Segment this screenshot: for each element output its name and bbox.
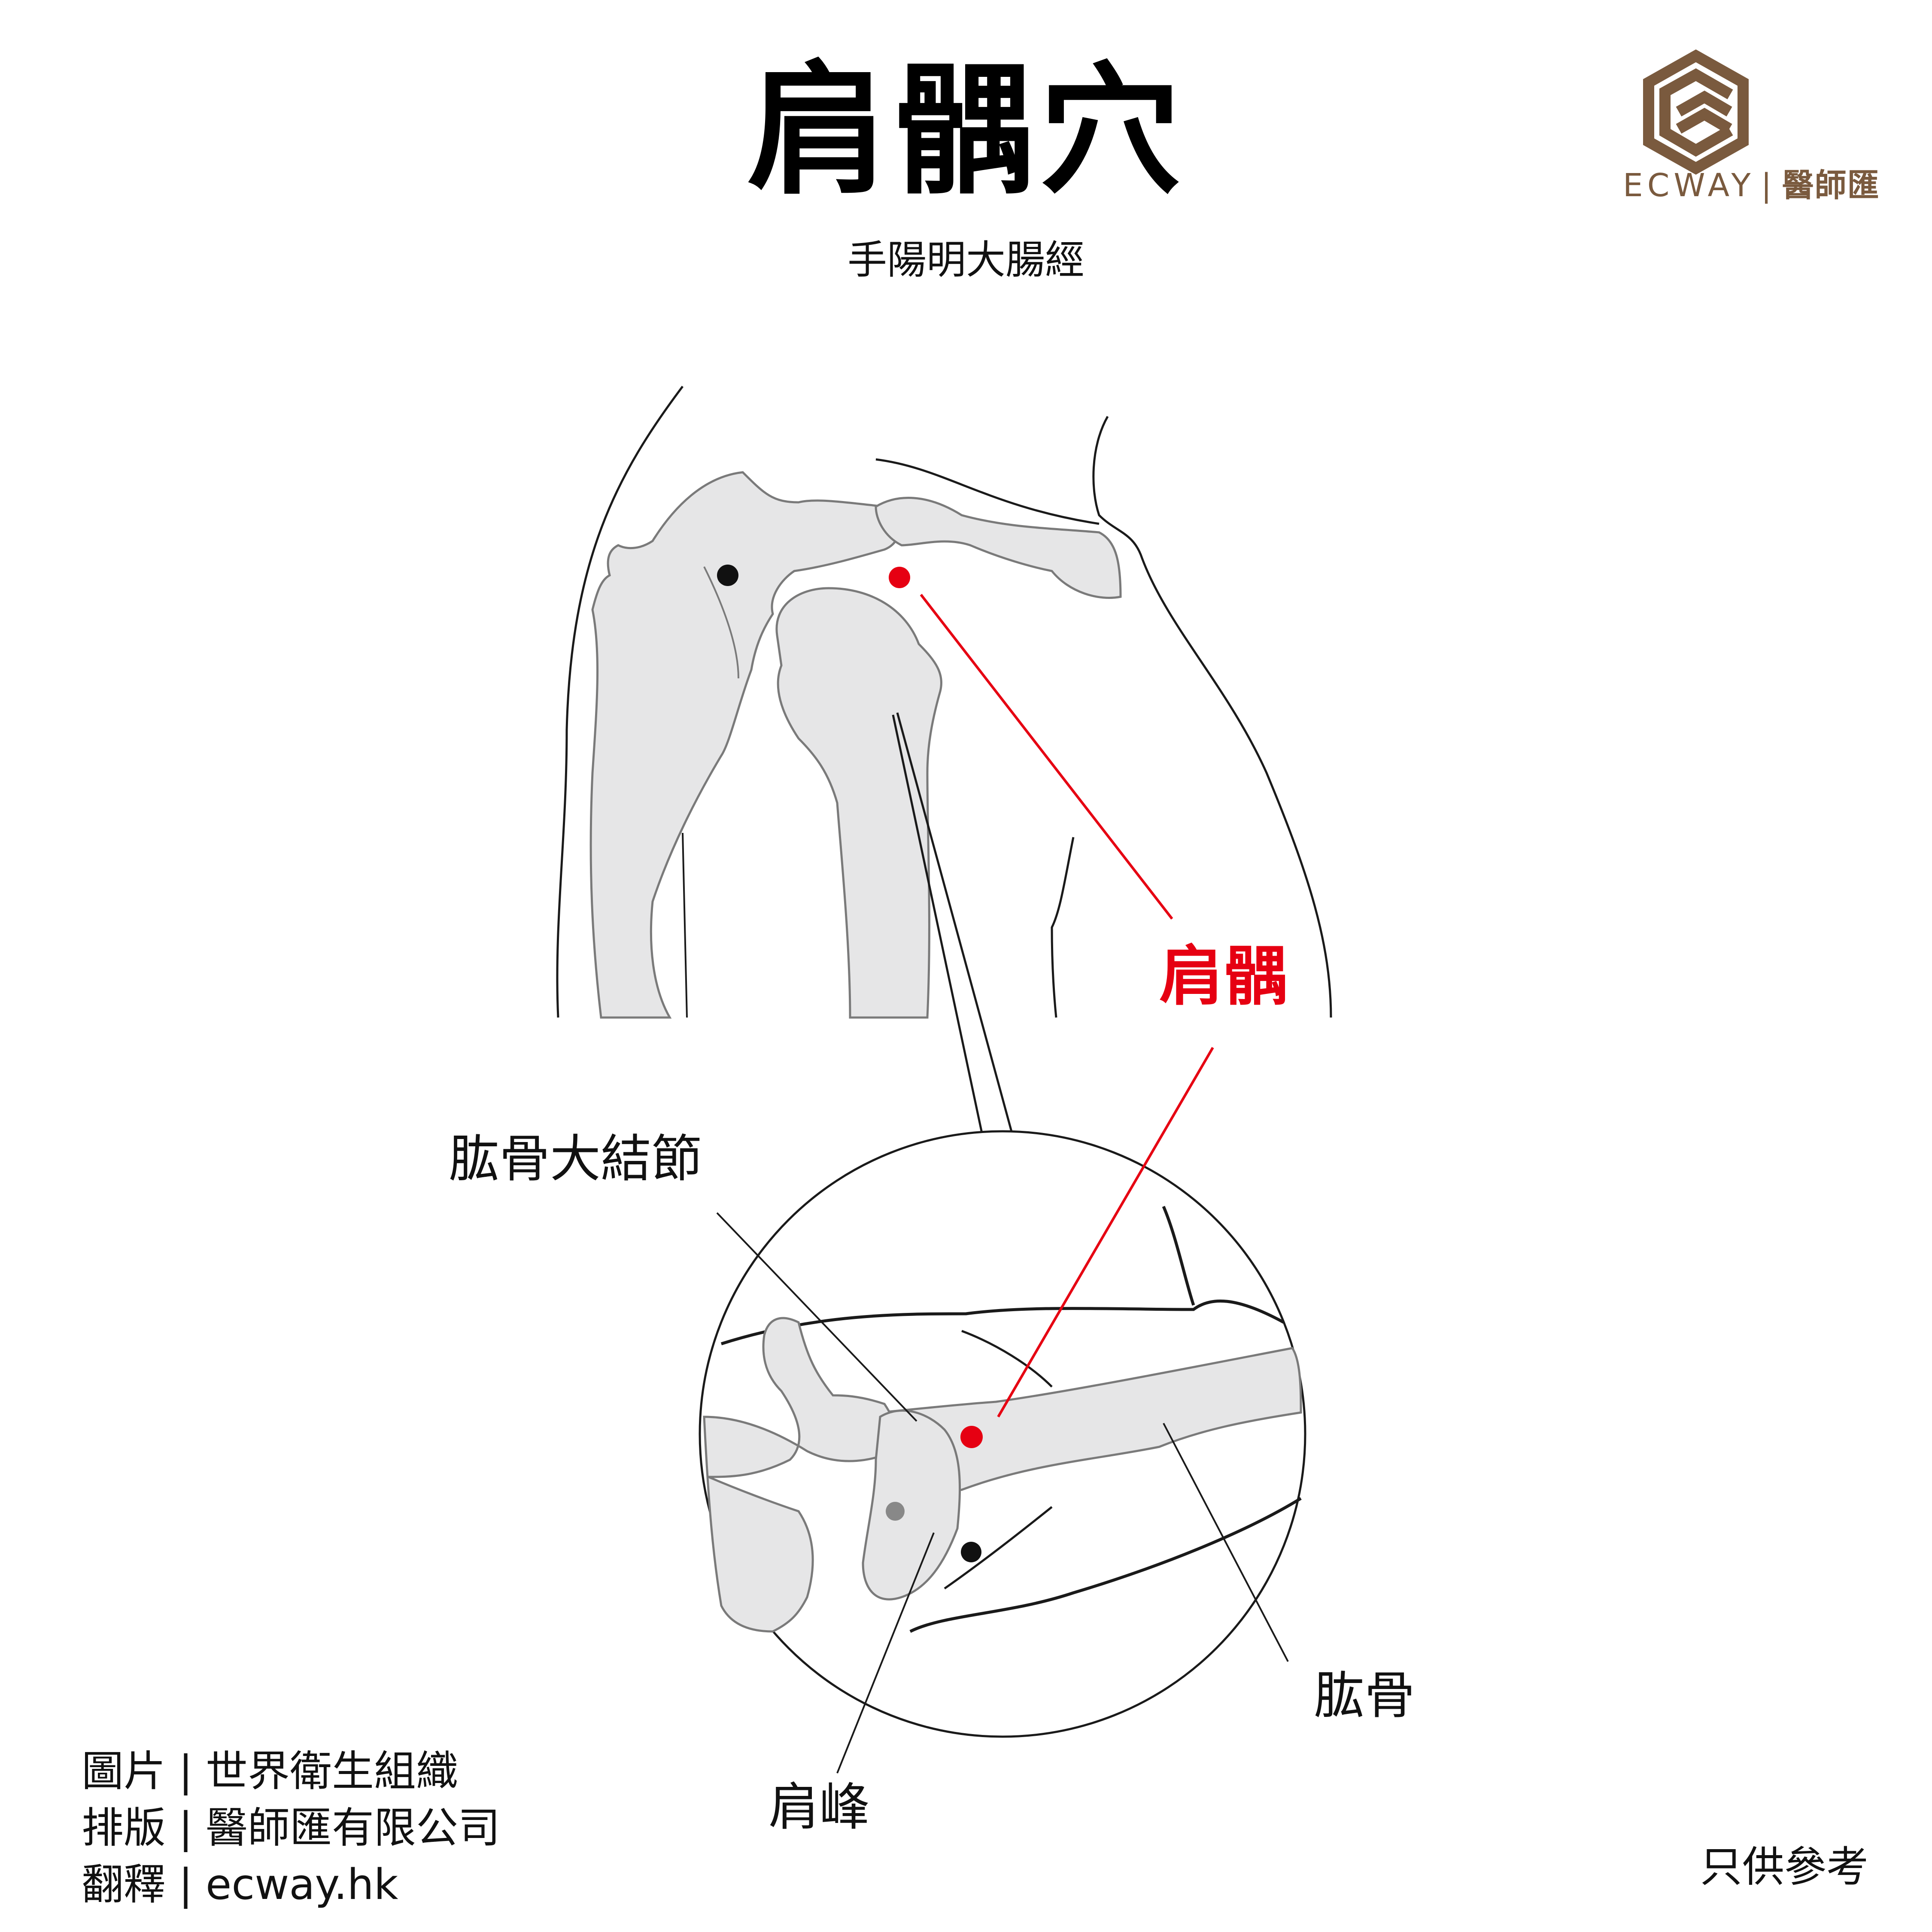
humerus-upper <box>775 587 943 1019</box>
neck-outline <box>1092 416 1332 1018</box>
credit-value: 醫師匯有限公司 <box>206 1804 501 1853</box>
humerus-label: 肱骨 <box>1314 1666 1416 1725</box>
credit-separator: | <box>179 1747 193 1796</box>
credit-key: 排版 <box>82 1804 166 1853</box>
credit-key: 圖片 <box>82 1747 166 1796</box>
scapula <box>589 471 900 1019</box>
acromion-leader <box>836 1532 935 1774</box>
credit-key: 翻釋 <box>82 1860 166 1909</box>
logo-chinese: 醫師匯 <box>1782 167 1880 204</box>
acupoint-label: 肩髃 <box>1159 939 1288 1014</box>
logo-separator: | <box>1761 167 1776 204</box>
chest-curve <box>875 458 1100 525</box>
credit-value: ecway.hk <box>206 1860 398 1909</box>
logo-brand: ECWAY <box>1623 167 1755 204</box>
logo-wordmark: ECWAY|醫師匯 <box>1623 170 1880 201</box>
credit-row-layout: 排版 | 醫師匯有限公司 <box>82 1800 500 1856</box>
zoom-acromion <box>862 1410 961 1601</box>
adjacent-point-marker <box>717 565 738 586</box>
armpit-line <box>1051 837 1075 1018</box>
adjacent-point-marker-zoom <box>961 1542 981 1562</box>
credit-value: 世界衛生組織 <box>206 1747 459 1796</box>
credit-separator: | <box>179 1860 193 1909</box>
scapula-spine-line <box>703 566 739 679</box>
credits-block: 圖片 | 世界衛生組織 排版 | 醫師匯有限公司 翻釋 | ecway.hk <box>82 1743 500 1913</box>
zoom-detail <box>699 1130 1306 1738</box>
leader-lines <box>716 1212 1289 1774</box>
jianyu-marker-zoom <box>960 1426 983 1448</box>
meridian-subtitle: 手陽明大腸經 <box>847 237 1084 283</box>
blade-edge-line <box>682 832 688 1018</box>
zoom-arm-bottom <box>909 1497 1302 1633</box>
upper-figure <box>556 386 1332 1162</box>
jianyu-point <box>889 567 1214 1448</box>
credit-row-translation: 翻釋 | ecway.hk <box>82 1856 500 1913</box>
disclaimer: 只供參考 <box>1700 1843 1869 1892</box>
zoom-line-right <box>896 712 1021 1162</box>
tubercle-leader <box>716 1212 917 1422</box>
zoom-line-left <box>892 714 989 1160</box>
page-title: 肩髃穴 <box>747 49 1185 213</box>
zoom-neck <box>1162 1206 1195 1306</box>
credit-separator: | <box>179 1804 193 1853</box>
greater-tubercle-label: 肱骨大結節 <box>449 1129 702 1188</box>
clavicle <box>875 497 1122 599</box>
zoom-humerus <box>878 1347 1302 1492</box>
acromion-label: 肩峰 <box>769 1777 870 1837</box>
jianyu-marker-upper <box>889 567 910 588</box>
zoom-armpit <box>944 1506 1053 1590</box>
jianyu-connector-lower <box>997 1047 1214 1418</box>
jianyu-connector-upper <box>920 594 1173 920</box>
back-outline <box>556 386 684 1018</box>
acromion-point-marker <box>886 1502 905 1521</box>
credit-row-image: 圖片 | 世界衛生組織 <box>82 1743 500 1800</box>
ecway-logo-icon <box>1643 49 1749 175</box>
zoom-arm-top <box>720 1299 1285 1346</box>
zoom-body-line <box>961 1330 1053 1388</box>
humerus-leader <box>1163 1423 1289 1662</box>
